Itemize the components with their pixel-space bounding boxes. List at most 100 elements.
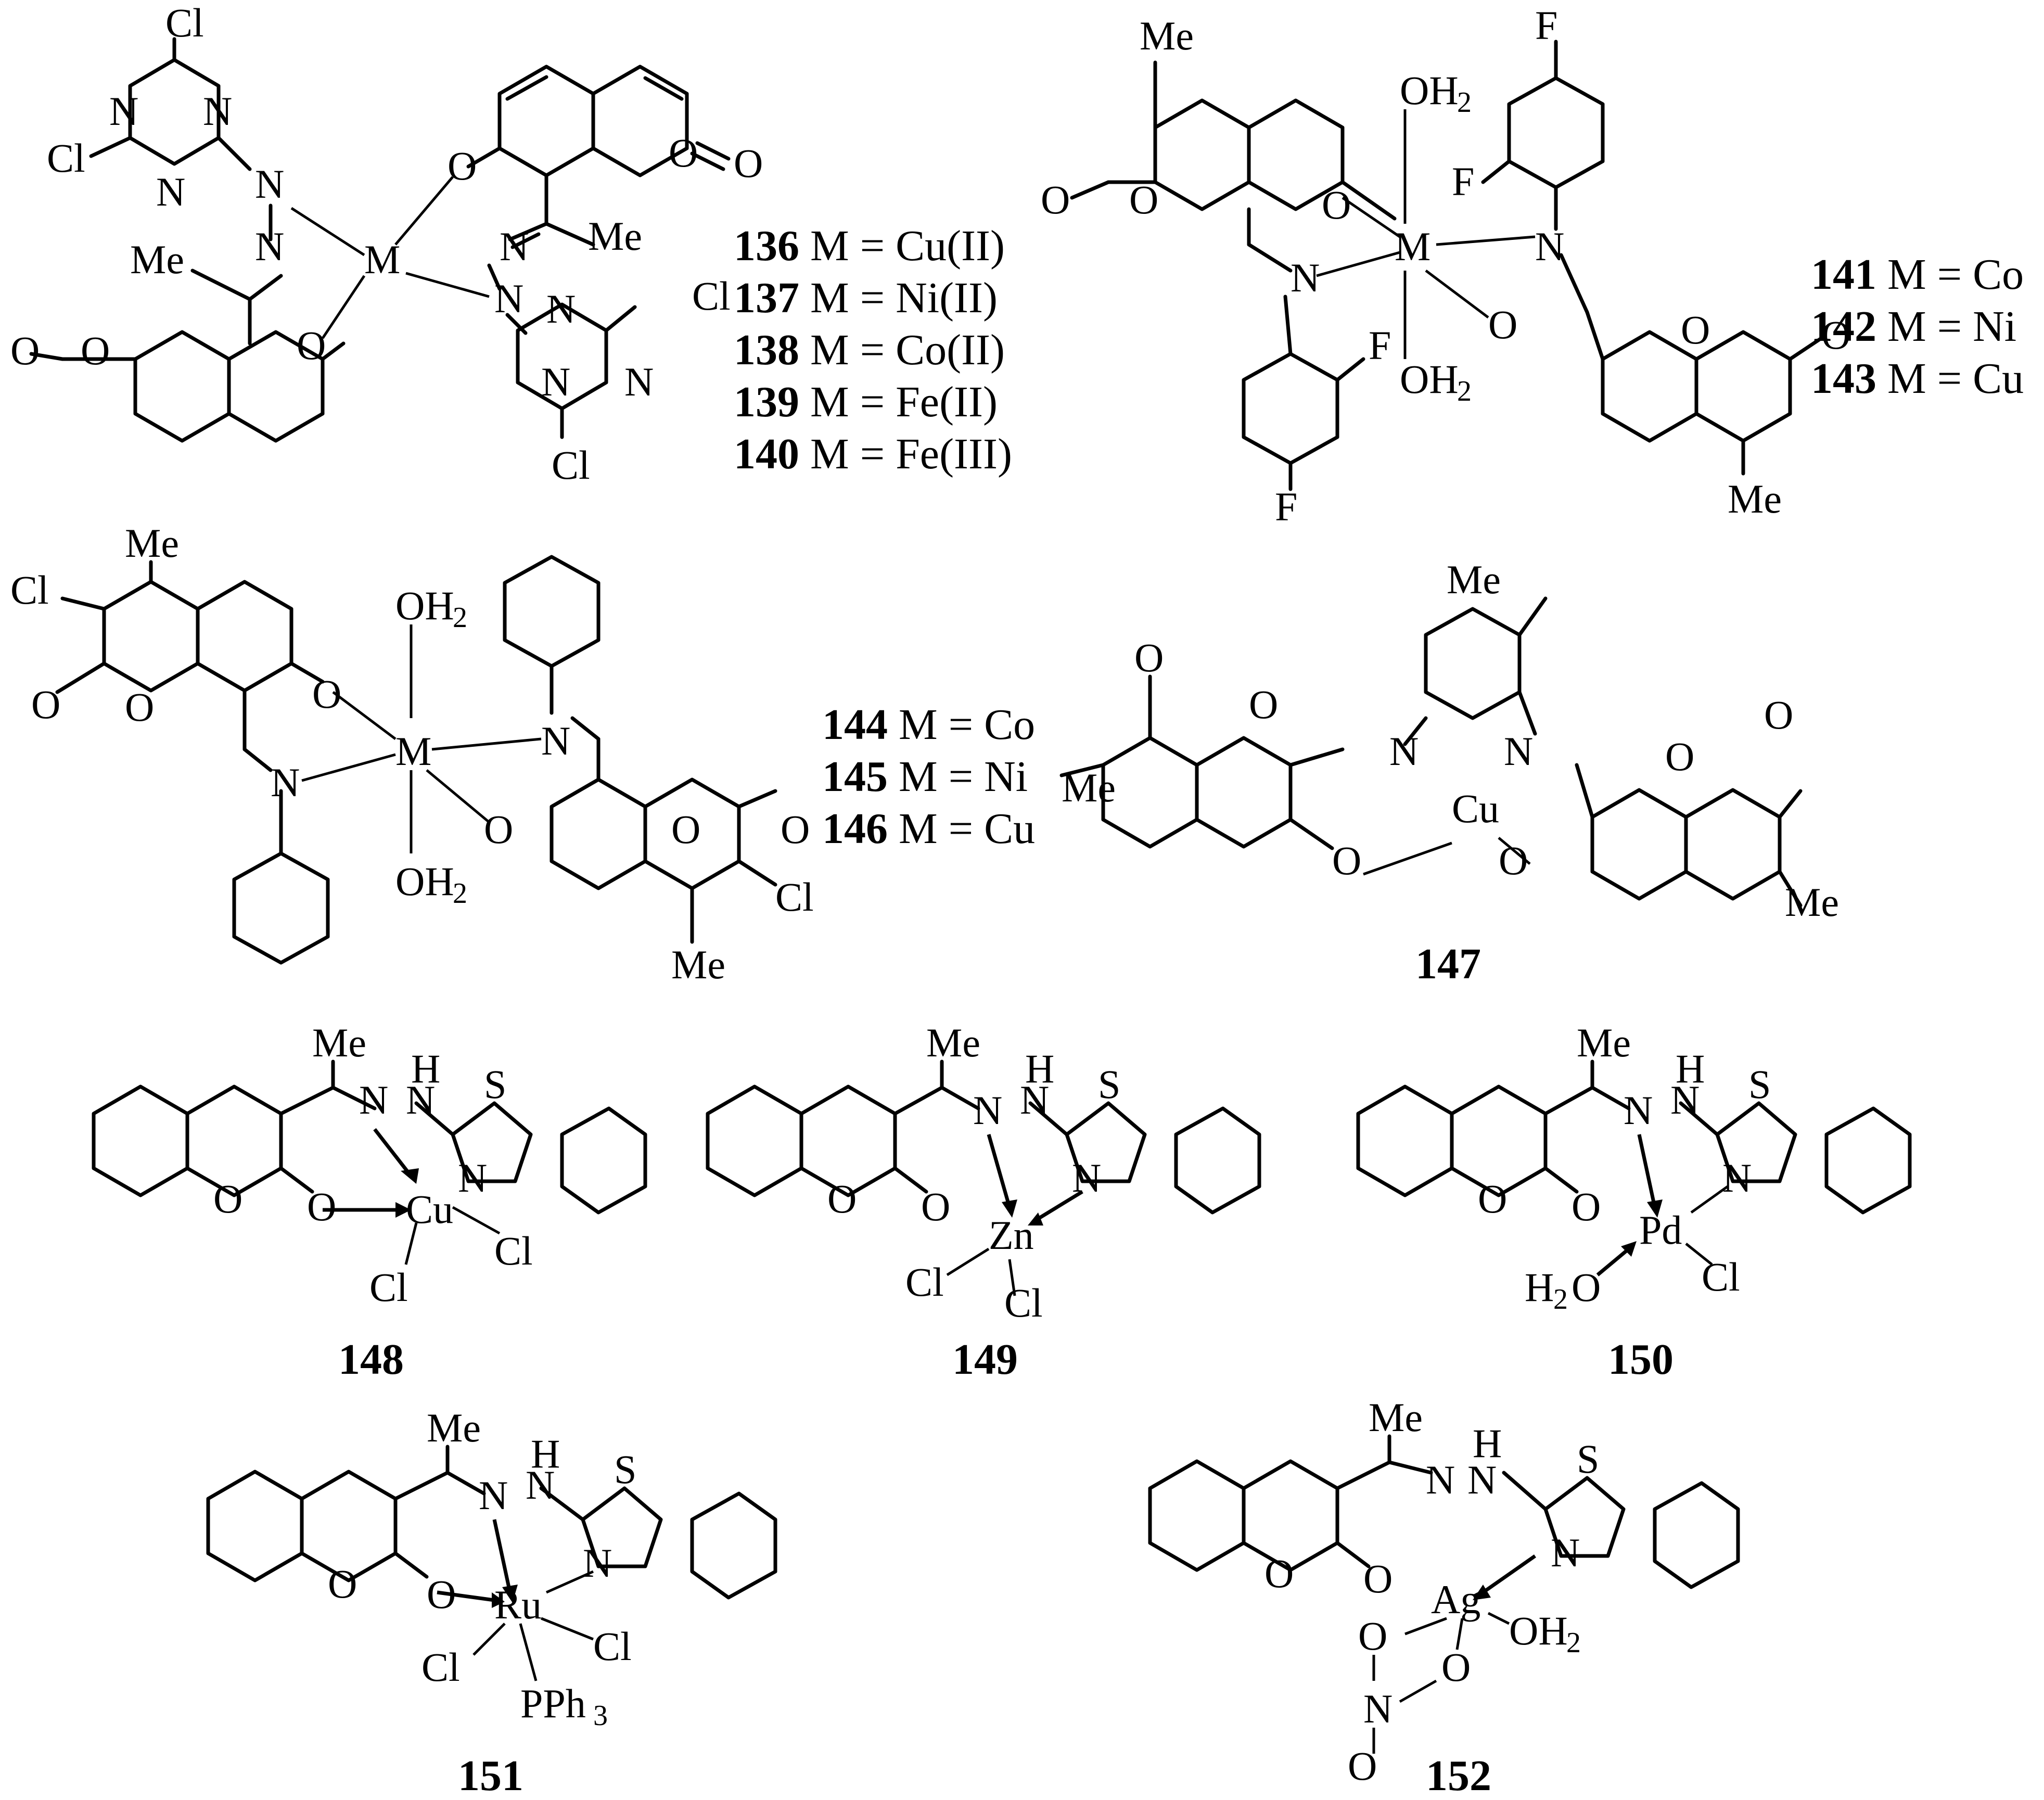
svg-text:S: S (614, 1447, 636, 1492)
svg-text:O: O (448, 143, 477, 188)
svg-text:N: N (109, 88, 138, 134)
caption-143: 143 M = Cu (1811, 354, 2024, 403)
svg-text:N: N (1363, 1686, 1393, 1731)
svg-text:Me: Me (1728, 476, 1782, 521)
svg-text:N: N (1722, 1155, 1752, 1201)
svg-text:F: F (1275, 484, 1297, 529)
svg-text:O: O (125, 684, 154, 730)
svg-text:O: O (1572, 1184, 1601, 1229)
svg-text:2: 2 (453, 877, 467, 910)
caption-144: 144 M = Co (822, 700, 1035, 749)
svg-text:Me: Me (130, 237, 184, 282)
svg-text:N: N (541, 718, 570, 763)
svg-text:N: N (526, 1462, 555, 1508)
svg-text:N: N (973, 1088, 1002, 1133)
svg-text:S: S (1098, 1062, 1120, 1107)
svg-text:N: N (458, 1155, 487, 1201)
svg-text:O: O (1249, 682, 1278, 727)
svg-text:O: O (297, 323, 326, 368)
svg-text:O: O (669, 130, 698, 175)
svg-text:Me: Me (125, 520, 179, 566)
svg-text:N: N (406, 1077, 435, 1122)
svg-text:N: N (1426, 1457, 1455, 1502)
svg-text:Cl: Cl (165, 0, 204, 45)
svg-text:O: O (1363, 1556, 1393, 1601)
svg-text:O: O (1129, 177, 1158, 222)
svg-text:OH: OH (395, 859, 454, 904)
svg-text:H: H (411, 1046, 440, 1091)
svg-text:N: N (624, 359, 654, 404)
caption-146: 146 M = Cu (822, 805, 1035, 853)
svg-text:O: O (1264, 1551, 1294, 1596)
svg-text:OH: OH (1509, 1608, 1568, 1653)
svg-text:2: 2 (1457, 375, 1472, 407)
svg-text:2: 2 (1553, 1283, 1568, 1316)
svg-text:Me: Me (312, 1020, 366, 1065)
svg-text:O: O (1041, 177, 1070, 222)
structure-141-143: Me O O O N M OH2 OH2 F F N O O O Me F F (1041, 3, 1850, 529)
svg-text:O: O (10, 328, 40, 373)
svg-text:N: N (271, 760, 300, 805)
svg-text:Me: Me (1369, 1395, 1423, 1440)
svg-text:O: O (1348, 1743, 1377, 1789)
svg-text:Cu: Cu (1452, 786, 1499, 831)
svg-text:N: N (1504, 729, 1533, 774)
svg-text:S: S (1748, 1062, 1771, 1107)
svg-text:Me: Me (1447, 557, 1501, 602)
svg-text:O: O (31, 682, 60, 727)
svg-text:Cl: Cl (47, 135, 85, 181)
svg-text:O: O (1764, 692, 1793, 737)
svg-text:F: F (1535, 3, 1557, 48)
svg-text:Me: Me (588, 213, 642, 259)
svg-text:Me: Me (427, 1405, 481, 1450)
svg-text:Cl: Cl (905, 1259, 944, 1305)
svg-text:O: O (1681, 307, 1710, 352)
svg-text:Cl: Cl (369, 1265, 408, 1310)
svg-text:N: N (255, 224, 284, 269)
caption-145: 145 M = Ni (822, 752, 1028, 801)
svg-text:S: S (484, 1062, 506, 1107)
svg-text:O: O (1441, 1644, 1471, 1690)
svg-text:N: N (156, 169, 185, 214)
svg-text:N: N (541, 359, 570, 404)
svg-text:O: O (734, 141, 763, 186)
svg-text:N: N (359, 1077, 388, 1122)
svg-text:F: F (1369, 323, 1391, 368)
caption-141: 141 M = Co (1811, 250, 2024, 299)
label-149: 149 (952, 1335, 1018, 1384)
svg-text:2: 2 (1457, 86, 1472, 119)
svg-text:O: O (81, 328, 110, 373)
svg-text:N: N (494, 276, 523, 321)
svg-text:H: H (1473, 1421, 1502, 1466)
svg-text:N: N (1670, 1077, 1700, 1122)
svg-text:N: N (1020, 1077, 1049, 1122)
caption-138: 138 M = Co(II) (734, 326, 1005, 374)
svg-text:Cl: Cl (1702, 1254, 1740, 1299)
svg-text:N: N (1535, 224, 1564, 269)
svg-text:OH: OH (1400, 356, 1459, 402)
svg-text:Cl: Cl (1004, 1280, 1043, 1325)
svg-text:N: N (1467, 1457, 1497, 1502)
svg-text:Zn: Zn (989, 1212, 1034, 1258)
svg-text:M: M (395, 729, 431, 774)
svg-text:O: O (1322, 182, 1351, 227)
svg-text:H: H (1525, 1265, 1554, 1310)
svg-text:N: N (500, 224, 529, 269)
svg-text:H: H (1676, 1046, 1705, 1091)
svg-text:O: O (312, 671, 341, 717)
svg-text:O: O (307, 1184, 336, 1229)
caption-group-141-143: 141 M = Co 142 M = Ni 143 M = Cu (1811, 250, 2024, 403)
svg-text:2: 2 (1566, 1627, 1581, 1659)
caption-group-136-140: 136 M = Cu(II) 137 M = Ni(II) 138 M = Co… (734, 222, 1012, 478)
structure-144-146: Me Cl O O O N M OH2 OH2 N O O O Cl Me (10, 520, 814, 987)
caption-142: 142 M = Ni (1811, 302, 2016, 351)
svg-text:N: N (1072, 1155, 1101, 1201)
svg-text:PPh: PPh (520, 1681, 586, 1726)
svg-text:Ru: Ru (494, 1582, 542, 1627)
svg-text:Me: Me (1785, 879, 1839, 925)
svg-text:Cl: Cl (494, 1228, 533, 1273)
svg-text:N: N (1624, 1088, 1653, 1133)
svg-text:F: F (1452, 159, 1474, 204)
svg-text:N: N (546, 286, 576, 331)
